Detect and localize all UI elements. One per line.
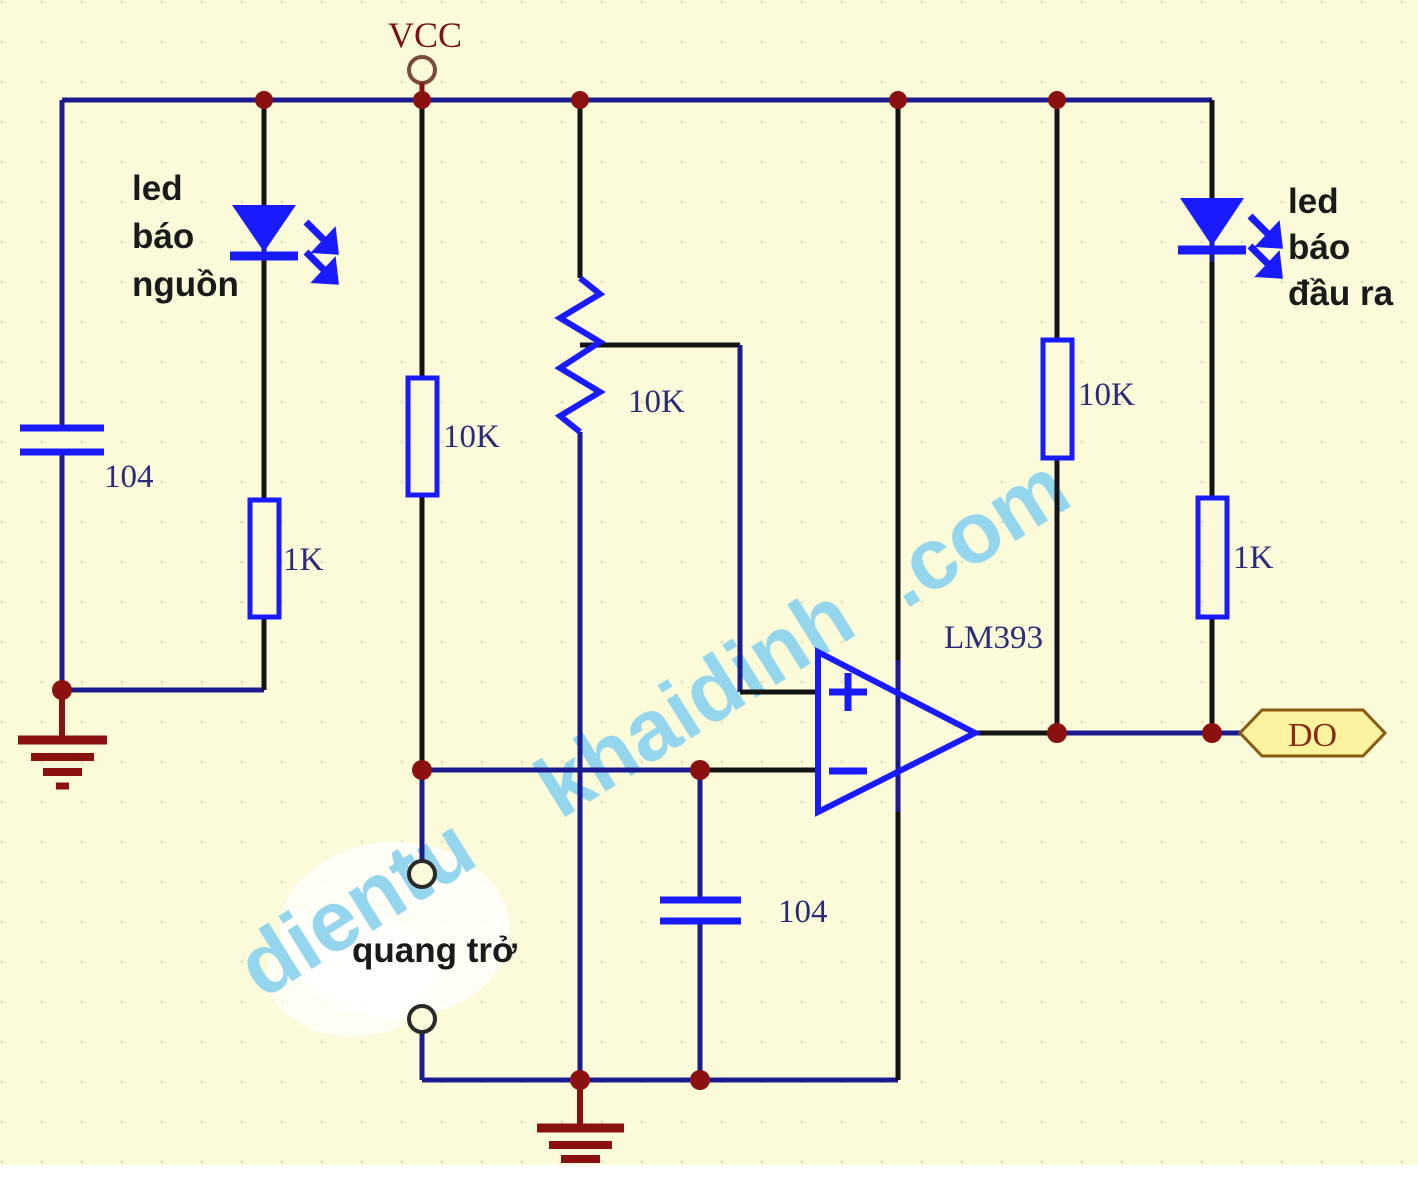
photoresistor-label: quang trở	[352, 931, 517, 970]
led-power-indicator	[230, 205, 339, 285]
comparator-plus-sign	[829, 673, 867, 711]
vcc-terminal-circle[interactable]	[407, 55, 437, 85]
comparator-triangle	[815, 647, 982, 817]
led-output-annotation: led báo đầu ra	[1288, 182, 1394, 313]
junction-ground-capfilter	[690, 1070, 710, 1090]
resistor-pullup-left-body	[405, 375, 440, 498]
led-power-triangle	[232, 205, 296, 252]
cap-input-label: 104	[104, 459, 154, 495]
junction-output-led	[1202, 723, 1222, 743]
capacitor-filter	[660, 896, 741, 925]
do-port-hexagon[interactable]	[1237, 708, 1388, 758]
wire-layer	[59, 97, 1260, 1083]
port-do-output[interactable]: DO	[1237, 708, 1388, 758]
do-port-label: DO	[1288, 717, 1337, 754]
led-output-anno-line3: đầu ra	[1288, 274, 1394, 313]
led-output-anno-line2: báo	[1288, 228, 1350, 267]
resistor-pullup-right-label: 10K	[1078, 377, 1135, 413]
photoresistor	[407, 859, 437, 1034]
photoresistor-terminal-bottom	[407, 1004, 437, 1034]
comparator-lm393	[815, 647, 982, 817]
led-power-anno-line3: nguồn	[132, 265, 239, 304]
vcc-label: VCC	[388, 15, 462, 55]
port-vcc[interactable]: VCC	[388, 15, 462, 100]
junction-vcc-pot	[571, 91, 589, 109]
led-output-triangle	[1180, 198, 1244, 246]
resistor-pullup-right-body	[1040, 337, 1075, 461]
junction-vcc-pullup-right	[1048, 91, 1066, 109]
resistor-led-output-label: 1K	[1233, 540, 1274, 576]
photoresistor-terminal-top	[407, 859, 437, 889]
pot-zigzag	[554, 275, 606, 435]
junction-ground-bottom	[570, 1070, 590, 1090]
led-output-light-arrows	[1247, 213, 1283, 279]
capacitor-input	[20, 424, 104, 456]
cap-filter-label: 104	[778, 894, 828, 930]
junction-minus-capfilter	[690, 760, 710, 780]
junction-minus-ldr	[412, 760, 432, 780]
resistor-pullup-left-label: 10K	[443, 419, 500, 455]
led-power-light-arrows	[303, 219, 339, 285]
resistor-led-output-body	[1195, 495, 1230, 620]
led-power-anno-line1: led	[132, 169, 183, 208]
junction-vcc-led-power	[255, 91, 273, 109]
junction-vcc-opamp	[889, 91, 907, 109]
potentiometer-threshold	[554, 275, 606, 435]
junction-output-pullup	[1047, 723, 1067, 743]
led-power-anno-line2: báo	[132, 217, 194, 256]
resistor-led-power-body	[247, 497, 282, 620]
led-output-anno-line1: led	[1288, 182, 1339, 221]
junction-ground-left	[52, 680, 72, 700]
ground-left	[18, 690, 107, 790]
potentiometer-label: 10K	[628, 384, 685, 420]
led-output-indicator	[1178, 198, 1283, 279]
ground-bottom	[537, 1080, 624, 1163]
led-power-annotation: led báo nguồn	[132, 169, 239, 304]
comparator-name-label: LM393	[944, 620, 1043, 656]
resistor-led-power-label: 1K	[283, 542, 324, 578]
junction-layer	[52, 91, 1222, 1090]
junction-vcc-port	[413, 91, 431, 109]
